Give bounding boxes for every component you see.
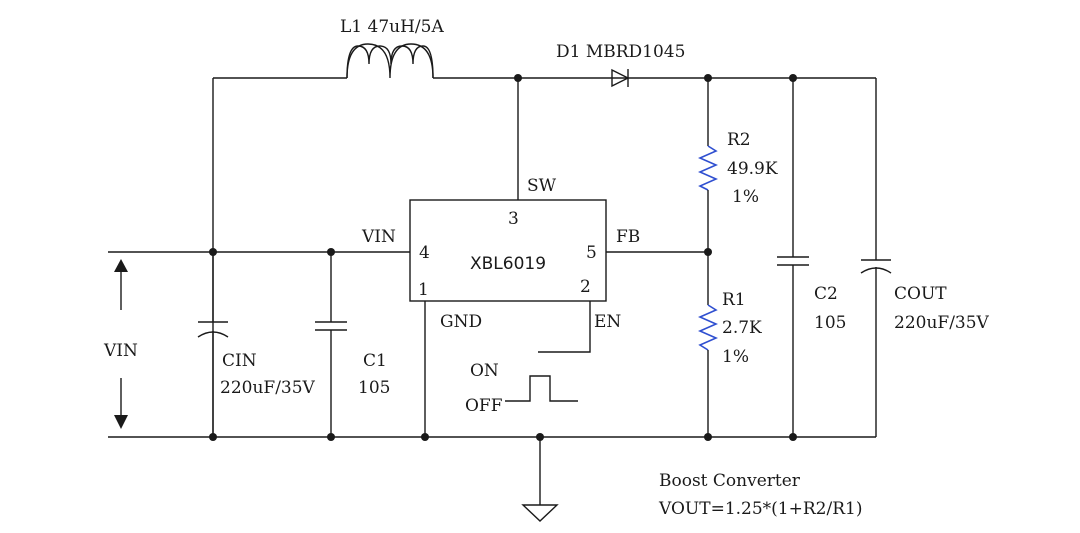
resistor-r2 <box>698 78 718 252</box>
caption-formula: VOUT=1.25*(1+R2/R1) <box>658 499 862 519</box>
r1-name: R1 <box>722 290 746 310</box>
cin-name: CIN <box>222 351 257 371</box>
vin-arrow <box>114 259 128 429</box>
cin-value: 220uF/35V <box>220 378 316 398</box>
resistor-r1 <box>698 252 718 437</box>
vin-input-label: VIN <box>103 341 138 361</box>
c1-value: 105 <box>358 378 390 398</box>
ic-pin-vin-number: 4 <box>419 243 430 263</box>
caption-title: Boost Converter <box>659 471 801 491</box>
junction-dots <box>209 74 797 441</box>
capacitor-c2 <box>777 78 809 437</box>
capacitor-cin <box>197 252 229 437</box>
r2-name: R2 <box>727 130 751 150</box>
ground-symbol <box>521 437 559 522</box>
r2-value: 49.9K <box>727 159 778 179</box>
cout-value: 220uF/35V <box>894 313 990 333</box>
capacitor-cout <box>860 259 892 437</box>
r1-value: 2.7K <box>722 318 762 338</box>
ic-xbl6019 <box>409 199 607 302</box>
ic-pin-fb-number: 5 <box>586 243 597 263</box>
ic-pin-en-number: 2 <box>580 277 591 297</box>
enable-waveform <box>505 375 578 402</box>
ic-pin-sw-number: 3 <box>508 209 519 229</box>
inductor-label: L1 47uH/5A <box>340 17 444 37</box>
enable-off-label: OFF <box>465 396 503 416</box>
c1-name: C1 <box>363 351 387 371</box>
r2-tolerance: 1% <box>732 187 759 207</box>
inductor-l1 <box>346 43 434 79</box>
enable-on-label: ON <box>470 361 499 381</box>
ic-pin-sw-label: SW <box>527 176 557 196</box>
ic-pin-gnd-number: 1 <box>418 280 429 300</box>
ic-pin-fb-label: FB <box>616 227 640 247</box>
r1-tolerance: 1% <box>722 347 749 367</box>
diode-d1 <box>611 68 632 88</box>
c2-name: C2 <box>814 284 838 304</box>
diode-label: D1 MBRD1045 <box>556 42 685 62</box>
ic-name: XBL6019 <box>470 254 546 274</box>
ic-pin-vin-label: VIN <box>361 227 396 247</box>
ic-pin-gnd-label: GND <box>440 312 482 332</box>
capacitor-c1 <box>315 252 347 437</box>
cout-name: COUT <box>894 284 947 304</box>
en-pin-wire <box>538 301 591 353</box>
ic-pin-en-label: EN <box>594 312 621 332</box>
c2-value: 105 <box>814 313 846 333</box>
